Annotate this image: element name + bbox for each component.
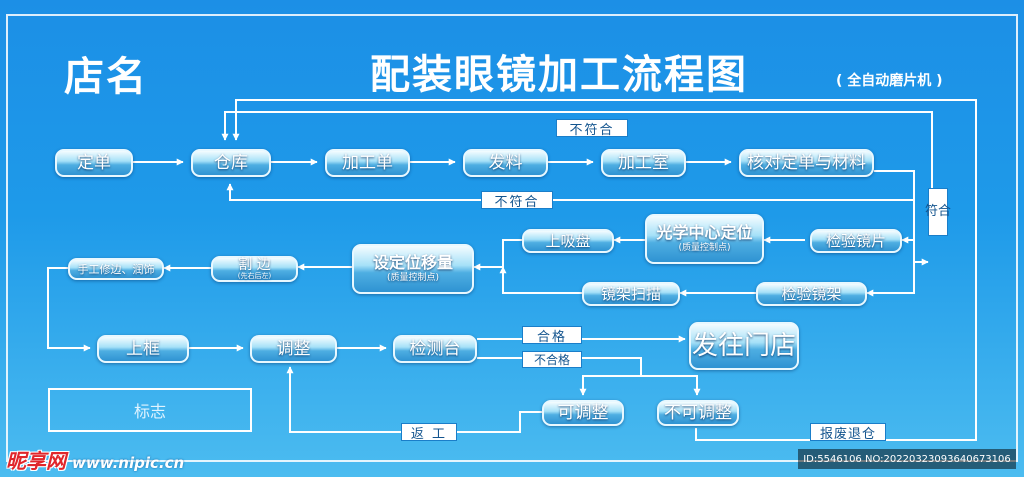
logo-placeholder: 标志 bbox=[48, 388, 252, 432]
node-jiancetai-label: 检测台 bbox=[409, 338, 461, 359]
watermark: 昵享网 www.nipic.cn bbox=[6, 445, 184, 474]
watermark-site: www.nipic.cn bbox=[72, 454, 185, 472]
watermark-brand: 昵享网 bbox=[6, 449, 66, 473]
edge-label-hege: 合格 bbox=[522, 326, 582, 345]
page-subtitle: ( 全自动磨片机 ) bbox=[836, 73, 943, 89]
node-hedui[interactable]: 核对定单与材料 bbox=[739, 149, 874, 177]
node-gebian-label: 割 边 bbox=[238, 256, 271, 273]
node-jingjia-saomiao-label: 镜架扫描 bbox=[600, 284, 661, 303]
node-shangkuang[interactable]: 上框 bbox=[97, 335, 189, 363]
node-shedingwei[interactable]: 设定位移量(质量控制点) bbox=[352, 244, 474, 294]
node-fawang-label: 发往门店 bbox=[691, 331, 796, 361]
node-jiagongshi[interactable]: 加工室 bbox=[601, 149, 686, 177]
node-jiagongshi-label: 加工室 bbox=[618, 152, 669, 173]
node-jiagongdan-label: 加工单 bbox=[342, 152, 393, 173]
node-jianyan-jingpian[interactable]: 检验镜片 bbox=[810, 229, 902, 253]
store-name: 店名 bbox=[64, 54, 148, 100]
node-shougong[interactable]: 手工修边、润饰 bbox=[68, 258, 164, 280]
node-shedingwei-note: (质量控制点) bbox=[386, 272, 440, 283]
node-faliao-label: 发料 bbox=[488, 152, 523, 173]
arrow-saomiao-sheding bbox=[499, 266, 582, 294]
node-gebian[interactable]: 割 边(先右后左) bbox=[211, 256, 298, 282]
edge-label-bufuhe-top: 不符合 bbox=[556, 119, 628, 138]
node-jingjia-saomiao[interactable]: 镜架扫描 bbox=[582, 282, 680, 306]
node-shangxipan-label: 上吸盘 bbox=[545, 231, 591, 250]
node-jiancetai[interactable]: 检测台 bbox=[393, 335, 477, 363]
node-guangxue[interactable]: 光学中心定位(质量控制点) bbox=[645, 214, 764, 264]
arrow-shangxipan-sheding bbox=[473, 239, 522, 271]
node-jiagongdan[interactable]: 加工单 bbox=[325, 149, 410, 177]
node-shangkuang-label: 上框 bbox=[126, 338, 160, 359]
node-jianyan-jingjia-label: 检验镜架 bbox=[781, 284, 842, 303]
node-jianyan-jingjia[interactable]: 检验镜架 bbox=[756, 282, 867, 306]
node-ketiaozheng[interactable]: 可调整 bbox=[542, 400, 624, 426]
node-shedingwei-label: 设定位移量 bbox=[372, 252, 453, 272]
node-hedui-label: 核对定单与材料 bbox=[747, 152, 866, 173]
arrow-buhege-buke bbox=[641, 375, 701, 396]
node-cangku[interactable]: 仓库 bbox=[191, 149, 271, 177]
outer-frame bbox=[6, 14, 1018, 462]
node-shangxipan[interactable]: 上吸盘 bbox=[522, 229, 614, 253]
node-bukeketiaozheng[interactable]: 不可调整 bbox=[657, 400, 739, 426]
arrow-top-return bbox=[221, 111, 933, 236]
node-dingdan[interactable]: 定单 bbox=[55, 149, 133, 177]
node-fawang-mendian[interactable]: 发往门店 bbox=[689, 322, 799, 370]
node-cangku-label: 仓库 bbox=[214, 152, 248, 173]
node-dingdan-label: 定单 bbox=[77, 152, 111, 173]
edge-label-fangong: 返 工 bbox=[401, 423, 457, 442]
watermark-id: ID:5546106 NO:20220323093640673106 bbox=[798, 449, 1016, 469]
edge-label-fuhe: 符合 bbox=[925, 188, 951, 236]
arrow-to-jianyan-jingjia bbox=[866, 262, 915, 297]
node-guangxue-note: (质量控制点) bbox=[678, 242, 731, 253]
node-shougong-label: 手工修边、润饰 bbox=[77, 262, 155, 276]
node-tiaozheng-label: 调整 bbox=[276, 338, 311, 359]
arrow-baofei bbox=[232, 99, 977, 441]
node-gebian-note: (先右后左) bbox=[237, 271, 272, 280]
node-bukeketiaozheng-label: 不可调整 bbox=[664, 402, 732, 423]
node-faliao[interactable]: 发料 bbox=[463, 149, 548, 177]
edge-label-baofei: 报废退仓 bbox=[810, 423, 886, 442]
node-ketiaozheng-label: 可调整 bbox=[557, 402, 609, 423]
page-title: 配装眼镜加工流程图 bbox=[370, 52, 748, 98]
node-tiaozheng[interactable]: 调整 bbox=[250, 335, 337, 363]
edge-label-bufuhe-mid: 不符合 bbox=[481, 191, 553, 210]
arrow-fangong bbox=[286, 366, 542, 433]
node-guangxue-label: 光学中心定位 bbox=[656, 222, 753, 242]
node-jianyan-jingpian-label: 检验镜片 bbox=[825, 231, 886, 250]
edge-label-buhege: 不合格 bbox=[522, 351, 582, 368]
arrow-shougong-shangkuang bbox=[47, 267, 91, 352]
